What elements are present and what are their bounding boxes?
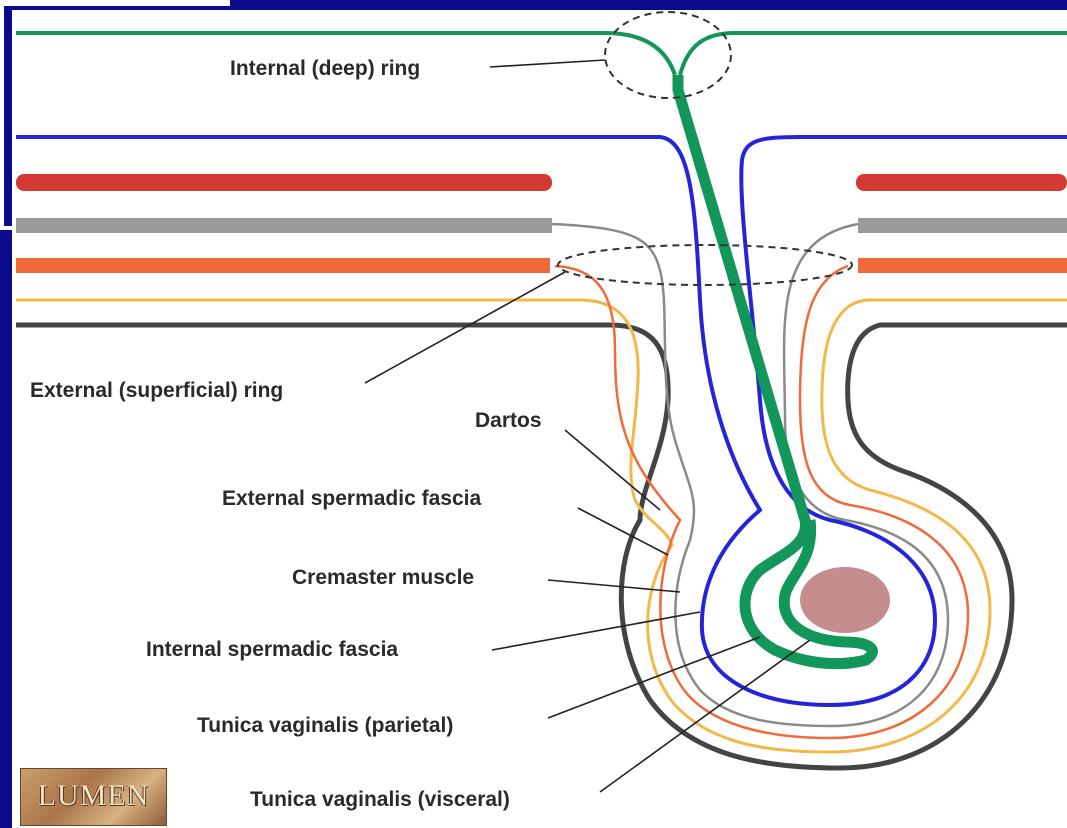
testis <box>800 567 890 633</box>
external-oblique-left <box>16 258 550 273</box>
internal-ring-outline <box>605 12 731 98</box>
label-cremaster-muscle: Cremaster muscle <box>292 566 474 589</box>
muscle-layer-left <box>16 174 552 191</box>
lumen-logo: LUMEN <box>20 768 167 826</box>
label-tunica-visceral: Tunica vaginalis (visceral) <box>250 788 510 811</box>
aponeurosis-layer-right <box>858 218 1067 233</box>
aponeurosis-layer-left <box>16 218 552 233</box>
dartos-layer <box>16 300 1067 752</box>
external-oblique-right <box>858 258 1067 273</box>
label-dartos: Dartos <box>475 409 542 432</box>
external-ring-outline <box>558 245 852 285</box>
label-tunica-parietal: Tunica vaginalis (parietal) <box>197 714 453 737</box>
label-internal-ring: Internal (deep) ring <box>230 57 420 80</box>
logo-text: LUMEN <box>27 779 160 813</box>
label-external-ring: External (superficial) ring <box>30 379 283 402</box>
peritoneum-layer <box>16 33 1067 664</box>
label-external-spermatic-fascia: External spermadic fascia <box>222 487 481 510</box>
muscle-layer-right <box>856 174 1067 191</box>
label-internal-spermatic-fascia: Internal spermadic fascia <box>146 638 398 661</box>
